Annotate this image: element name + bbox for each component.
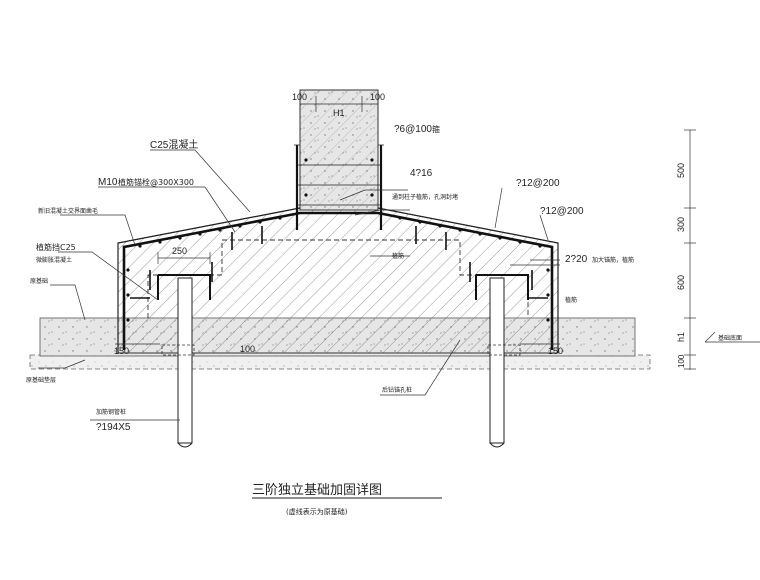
- dim-150-right: 150: [548, 346, 563, 356]
- label-pile-hole: 后钻锚孔桩: [382, 386, 412, 394]
- label-pile-size: ?194X5: [96, 422, 131, 433]
- label-c25-left-a: 植筋挡C25: [36, 242, 76, 252]
- dim-100-mid: 100: [240, 344, 255, 354]
- rebar-top: [122, 211, 554, 350]
- label-c25-left-b: 微膨胀混凝土: [36, 256, 72, 264]
- dim-side-300: 300: [676, 217, 686, 232]
- label-foundation-bottom: 基础底面: [718, 334, 742, 342]
- jacket-outline: [117, 207, 559, 353]
- rebar-dots: [126, 158, 550, 322]
- label-rebar-2-20: 2?20: [565, 254, 588, 265]
- dimension-lines: [115, 96, 716, 370]
- label-column-note: 通到柱子植筋，孔洞封堵: [392, 193, 458, 201]
- dim-side-h1: h1: [676, 332, 686, 342]
- dim-col-right: 100: [370, 92, 385, 102]
- label-rebar-2-20-note: 加大锚筋，植筋: [592, 256, 634, 264]
- label-c25-top: C25混凝土: [150, 138, 198, 151]
- steel-pipe-pile-left: [157, 274, 211, 448]
- steel-pipe-pile-right: [475, 274, 529, 448]
- label-orig-foundation: 原基础: [30, 277, 48, 285]
- label-stirrup-top: ?6@100: [394, 124, 432, 135]
- leader-lines: [38, 149, 760, 421]
- label-rebar-12-b: ?12@200: [540, 206, 584, 217]
- dim-250: 250: [172, 246, 187, 256]
- label-m10-note: 植筋锚栓@300X300: [118, 177, 194, 187]
- dim-side-500: 500: [676, 163, 686, 178]
- label-anchor-right: 植筋: [565, 296, 577, 304]
- label-stirrup-unit: 箍: [432, 124, 440, 134]
- label-m10: M10: [98, 177, 118, 188]
- label-orig-cushion: 原基础垫层: [26, 376, 56, 384]
- label-steel-pipe-pile: 加筋钢管桩: [96, 408, 126, 416]
- rebar-column: [295, 145, 383, 230]
- dim-150-left: 150: [114, 346, 129, 356]
- label-anchor-center: 植筋: [392, 252, 404, 260]
- label-rebar-12-a: ?12@200: [516, 178, 560, 189]
- label-4-16: 4?16: [410, 168, 433, 179]
- dim-side-100: 100: [677, 354, 686, 368]
- drawing-subtitle: (虚线表示为原基础): [286, 507, 348, 516]
- anchor-bars: [130, 226, 548, 299]
- dim-col-left: 100: [292, 92, 307, 102]
- original-cushion: [29, 354, 651, 370]
- label-interface: 新旧混凝土交界面凿毛: [38, 207, 98, 215]
- dim-side-600: 600: [676, 275, 686, 290]
- drawing-title: 三阶独立基础加固详图: [252, 483, 382, 498]
- dim-h1-top: H1: [333, 108, 345, 118]
